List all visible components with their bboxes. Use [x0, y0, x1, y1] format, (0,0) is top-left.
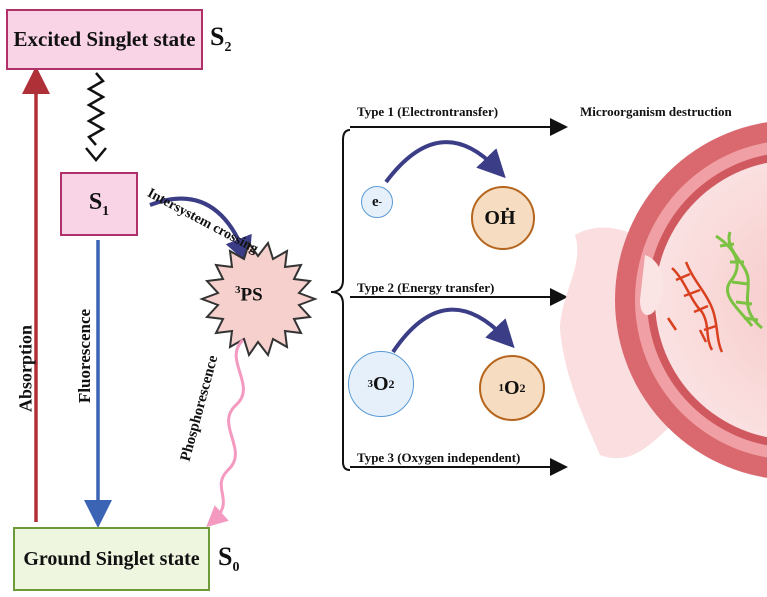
type-brace — [330, 129, 351, 471]
phosphorescence-arrow — [206, 338, 245, 528]
ground-singlet-box: Ground Singlet state — [13, 527, 210, 591]
cell-cytoplasm — [655, 162, 767, 438]
type1-label: Type 1 (Electrontransfer) — [357, 104, 499, 119]
microorganism-destruction-label: Microorganism destruction — [580, 104, 732, 119]
relaxation-squiggle — [86, 72, 106, 146]
type2-label: Type 2 (Energy transfer) — [357, 280, 495, 295]
hydroxyl-radical-circle: OH· — [471, 186, 535, 250]
electron-circle: e- — [361, 186, 393, 218]
microorganism-cell — [560, 122, 767, 478]
s2-symbol: S2 — [210, 22, 232, 56]
relaxation-arrowhead — [85, 147, 107, 162]
type3-label: Type 3 (Oxygen independent) — [357, 450, 521, 465]
intact-dna — [715, 231, 763, 330]
excited-singlet-label: Excited Singlet state — [13, 27, 196, 51]
intersystem-arrow — [149, 196, 252, 265]
s0-symbol: S0 — [218, 542, 240, 576]
energy-transfer-arrow — [391, 307, 515, 354]
s1-symbol: S1 — [88, 188, 110, 219]
excited-singlet-box: Excited Singlet state — [6, 9, 203, 70]
absorption-label: Absorption — [15, 324, 36, 413]
fluorescence-label: Fluorescence — [75, 308, 94, 404]
electron-transfer-arrow — [384, 140, 506, 184]
ps-label: 3PS — [235, 284, 263, 306]
damaged-dna — [666, 261, 724, 353]
s1-box: S1 — [60, 172, 138, 236]
cell-breach — [640, 255, 664, 316]
ps-starburst — [199, 240, 318, 358]
ground-singlet-label: Ground Singlet state — [23, 547, 200, 570]
